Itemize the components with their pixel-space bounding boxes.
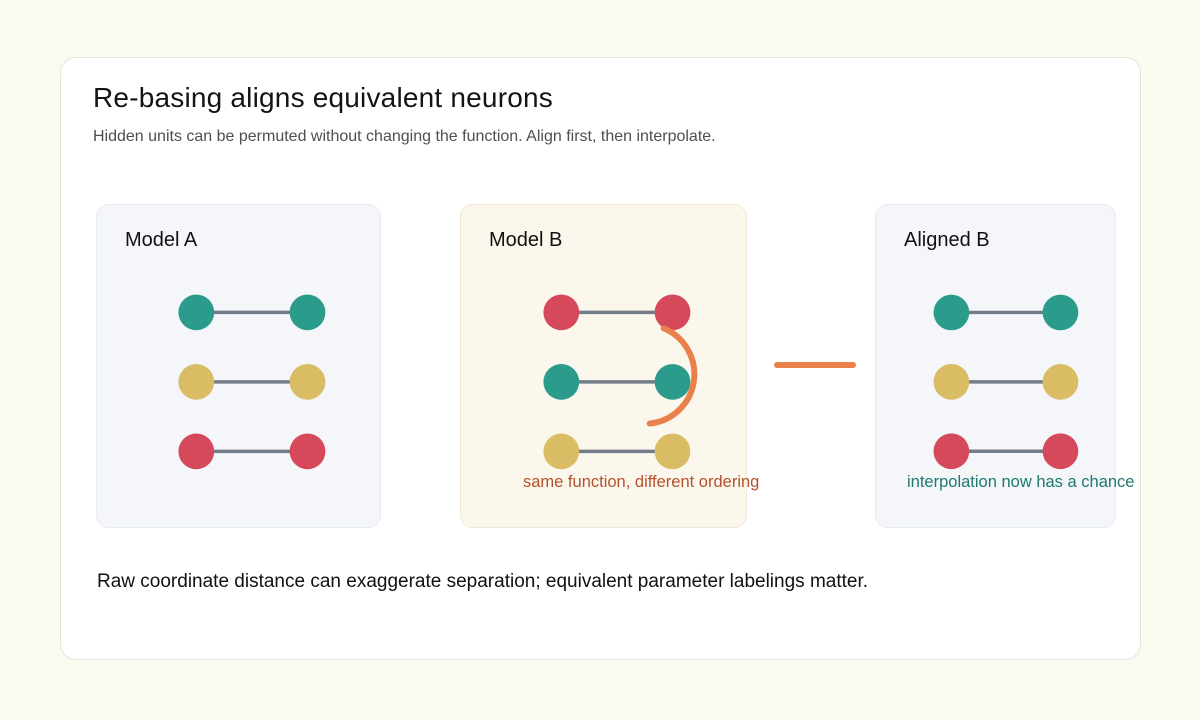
panel-model-a-title: Model A [125,229,198,251]
card-footer-text: Raw coordinate distance can exaggerate s… [97,571,869,592]
interpolation-dash [774,362,856,368]
panel-model-a: Model A [96,204,381,528]
panel-model-b: Model B same function, different orderin… [460,204,759,528]
neuron-diagram-aligned-b [933,294,1079,470]
page-subtitle: Hidden units can be permuted without cha… [93,128,716,145]
neuron-diagram-model-a [178,294,326,470]
panel-aligned-b: Aligned B interpolation now has a chance [875,204,1135,528]
panel-aligned-b-caption: interpolation now has a chance [907,473,1135,491]
content-card: Re-basing aligns equivalent neurons Hidd… [60,57,1141,660]
page-title: Re-basing aligns equivalent neurons [93,82,553,113]
permutation-arc-arrow [646,325,698,427]
panel-model-b-title: Model B [489,229,563,251]
panel-aligned-b-title: Aligned B [904,229,990,251]
neuron-diagram-model-b [543,294,698,470]
panel-model-b-caption: same function, different ordering [523,473,760,491]
